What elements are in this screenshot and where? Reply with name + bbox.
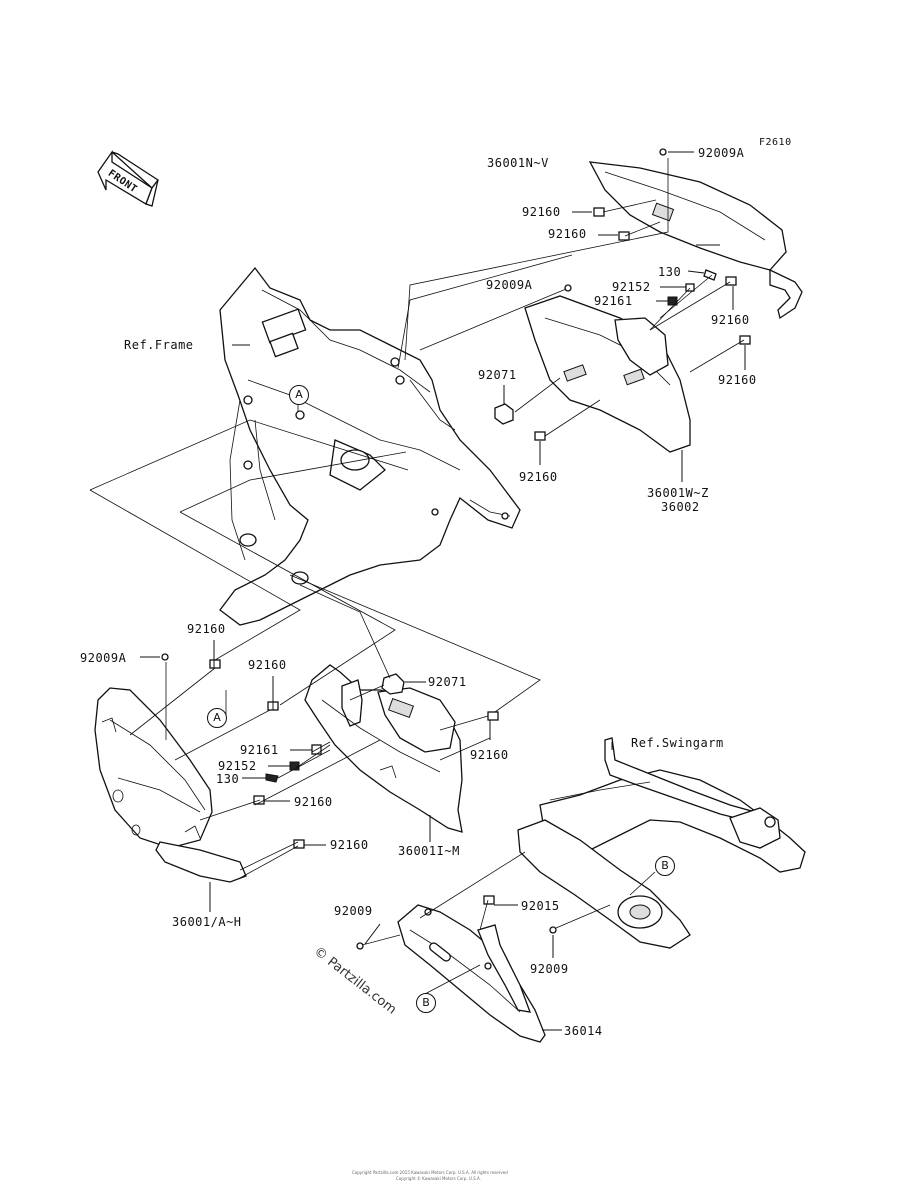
part-label-92015: 92015 [521,899,560,913]
part-label-92160-l1: 92160 [187,622,226,636]
part-label-92009-b1: 92009 [334,904,373,918]
part-label-130-center: 130 [216,772,240,786]
part-label-92160-c2: 92160 [294,795,333,809]
part-label-92161-center: 92161 [240,743,279,757]
part-label-130-right: 130 [658,265,682,279]
part-label-92160-r3: 92160 [519,470,558,484]
part-label-36001n-v: 36001N~V [487,156,549,170]
part-label-36001i-m: 36001I~M [398,844,460,858]
front-arrow-icon [97,149,159,207]
footer-line-2: Copyright © Kawasaki Motors Corp. U.S.A. [396,1176,481,1181]
frame-illustration [219,266,521,626]
footer-line-1: Copyright Partzilla.com 2015 Kawasaki Mo… [352,1170,508,1175]
part-label-36002: 36002 [661,500,700,514]
part-label-92160-c3: 92160 [330,838,369,852]
part-label-92009a-top: 92009A [698,146,745,160]
center-side-cover-illustration [304,664,463,833]
ref-swingarm-label: Ref.Swingarm [631,736,724,750]
chain-cover-illustration [397,904,546,1043]
left-side-cover-illustration [94,687,247,883]
part-label-92009a-mid: 92009A [486,278,533,292]
part-label-92071-right: 92071 [478,368,517,382]
part-label-92152-center: 92152 [218,759,257,773]
part-label-92160-r2: 92160 [718,373,757,387]
part-label-92152-right: 92152 [612,280,651,294]
callout-a-left-cover: A [207,708,227,728]
ref-frame-label: Ref.Frame [124,338,194,352]
part-label-92071-center: 92071 [428,675,467,689]
callout-b-chain-cover: B [416,993,436,1013]
part-label-92160-t1: 92160 [522,205,561,219]
part-label-92161-right: 92161 [594,294,633,308]
callout-b-swingarm: B [655,856,675,876]
part-label-92160-l2: 92160 [248,658,287,672]
part-label-36014: 36014 [564,1024,603,1038]
leader-lines [140,151,746,1031]
figure-code: F2610 [759,137,792,148]
part-label-92009-b2: 92009 [530,962,569,976]
swingarm-illustration [517,737,806,949]
callout-a-frame: A [289,385,309,405]
right-side-cover-illustration [524,295,691,453]
part-label-92160-t2: 92160 [548,227,587,241]
part-label-92160-r1: 92160 [711,313,750,327]
assembly-guide-lines [89,158,745,996]
part-label-92160-c1: 92160 [470,748,509,762]
part-label-36001w-z: 36001W~Z [647,486,709,500]
part-label-36001-a-h: 36001/A~H [172,915,242,929]
part-label-92009a-left: 92009A [80,651,127,665]
